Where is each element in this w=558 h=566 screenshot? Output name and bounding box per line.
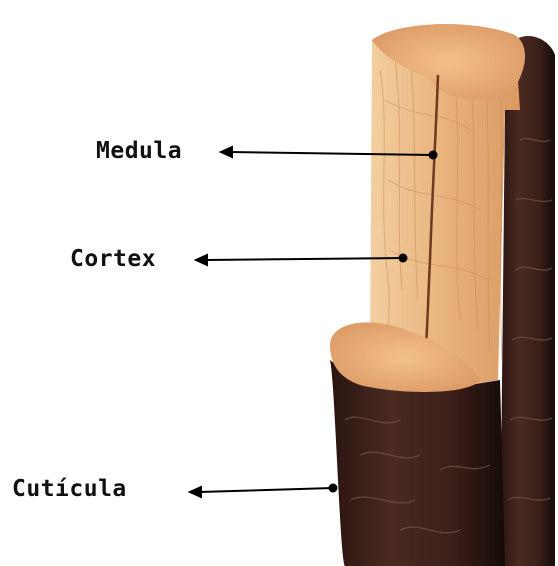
cortex-arrow-dot (400, 255, 407, 262)
cortex-arrow-head (196, 255, 207, 265)
cortex-label: Cortex (70, 248, 156, 271)
medula-label: Medula (96, 140, 182, 163)
upper-cuticle (500, 36, 555, 566)
medula-arrow-dot (430, 152, 437, 159)
cuticula-arrow-line (199, 488, 333, 492)
cuticula-label: Cutícula (12, 478, 127, 501)
cuticula-arrow-dot (330, 485, 337, 492)
cuticula-arrow-head (190, 487, 201, 497)
medula-arrow-head (221, 147, 232, 157)
